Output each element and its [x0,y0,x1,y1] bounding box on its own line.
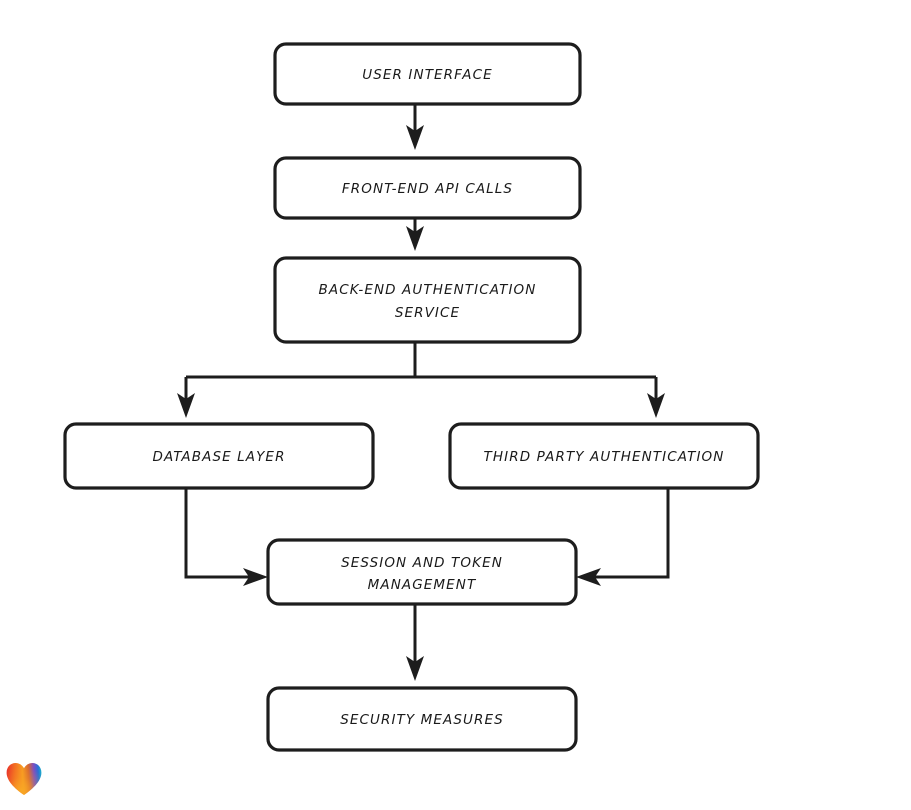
edge-database-to-session [184,488,268,586]
node-box-security-measures[interactable] [266,686,578,752]
node-label-security-measures: SECURITY MEASURES [340,712,504,728]
edge-backend-to-thirdparty [647,377,665,418]
node-back-end-authentication-service[interactable]: BACK-END AUTHENTICATION SERVICE [273,256,582,344]
edge-thirdparty-to-session [576,488,670,586]
node-label-session-and-token-management-line2: MANAGEMENT [368,577,477,593]
node-user-interface[interactable]: USER INTERFACE [273,42,582,106]
heart-logo [6,763,42,795]
node-label-third-party-authentication: THIRD PARTY AUTHENTICATION [484,449,725,465]
node-box-third-party-authentication[interactable] [448,422,760,490]
edge-backend-to-database [177,377,195,418]
node-label-user-interface: USER INTERFACE [362,67,492,83]
edge-ui-to-api [406,104,424,150]
node-label-database-layer: DATABASE LAYER [152,449,285,465]
node-box-database-layer[interactable] [63,422,375,490]
node-security-measures[interactable]: SECURITY MEASURES [266,686,578,752]
edge-api-to-backend [406,218,424,251]
node-front-end-api-calls[interactable]: FRONT-END API CALLS [273,156,582,220]
node-box-front-end-api-calls[interactable] [273,156,582,220]
node-label-back-end-authentication-service-line2: SERVICE [395,305,460,321]
node-session-and-token-management[interactable]: SESSION AND TOKEN MANAGEMENT [266,538,578,606]
node-box-back-end-authentication-service[interactable] [273,256,582,344]
edge-session-to-security [406,604,424,681]
node-label-back-end-authentication-service-line1: BACK-END AUTHENTICATION [319,282,537,298]
heart-glow [6,763,42,795]
node-third-party-authentication[interactable]: THIRD PARTY AUTHENTICATION [448,422,760,490]
node-database-layer[interactable]: DATABASE LAYER [63,422,375,490]
node-label-front-end-api-calls: FRONT-END API CALLS [342,181,513,197]
node-box-user-interface[interactable] [273,42,582,106]
edge-backend-split-bus [186,342,656,379]
node-box-session-and-token-management[interactable] [266,538,578,606]
node-label-session-and-token-management-line1: SESSION AND TOKEN [341,555,503,571]
